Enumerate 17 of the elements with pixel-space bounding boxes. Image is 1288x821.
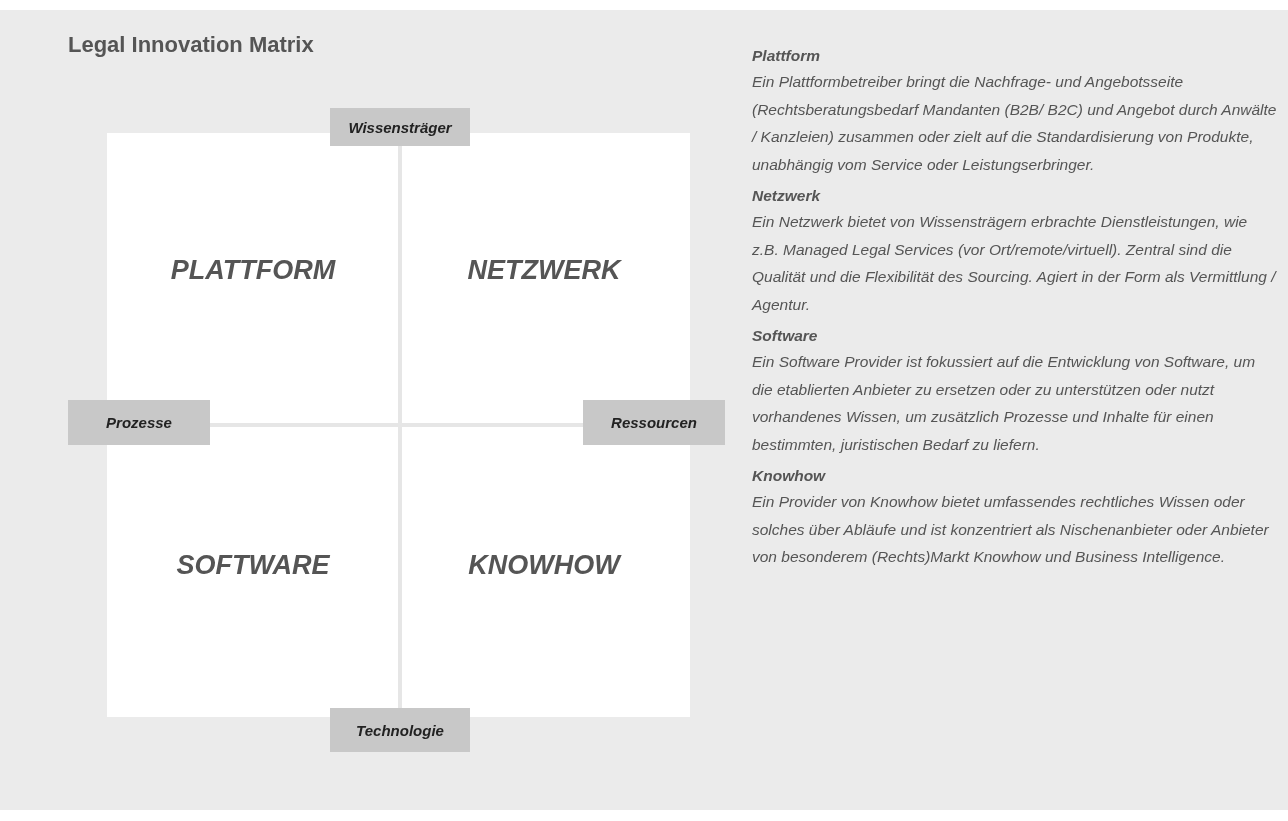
axis-label-box: Technologie <box>330 708 470 752</box>
description-paragraph: Ein Software Provider ist fokussiert auf die Entwicklung von Software, um die etablierten Anbieter zu ersetzen oder zu unterstützen oder nutzt vorhandenes Wissen, um zusätzlich Prozesse und Inhalte für einen bestimmten, juristischen Bedarf zu liefern. <box>752 352 1257 455</box>
quadrant-label: NETZWERK <box>398 255 690 286</box>
description-paragraph: Ein Plattformbetreiber bringt die Nachfrage- und Angebotsseite (Rechtsberatungsbedarf Mandanten (B2B/ B2C) und Angebot durch Anwälte / Kanzleien) zusammen oder zielt auf die Standardisierung von Produkte, unabhängig vom Service oder Leistungserbringer. <box>752 72 1277 175</box>
description-paragraph: Ein Netzwerk bietet von Wissensträgern erbrachte Dienstleistungen, wie z.B. Managed Legal Services (vor Ort/remote/virtuell). Zentral sind die Qualität und die Flexibilität des Sourcing. Agiert in der Form als Vermittlung / Agentur. <box>752 212 1277 315</box>
axis-label-box: Wissensträger <box>330 108 470 146</box>
diagram-title: Legal Innovation Matrix <box>68 32 314 58</box>
axis-label-box: Ressourcen <box>583 400 725 445</box>
section-heading: Knowhow <box>752 466 827 486</box>
quadrant-label: SOFTWARE <box>107 550 399 581</box>
axis-label-box: Prozesse <box>68 400 210 445</box>
quadrant-label: PLATTFORM <box>107 255 399 286</box>
section-heading: Netzwerk <box>752 186 822 206</box>
description-paragraph: Ein Provider von Knowhow bietet umfassendes rechtliches Wissen oder solches über Abläufe und ist konzentriert als Nischenanbieter oder Anbieter von besonderem (Rechts)Markt Knowhow und Business Intelligence. <box>752 492 1270 567</box>
section-heading: Plattform <box>752 46 822 66</box>
quadrant-label: KNOWHOW <box>398 550 690 581</box>
section-heading: Software <box>752 326 819 346</box>
